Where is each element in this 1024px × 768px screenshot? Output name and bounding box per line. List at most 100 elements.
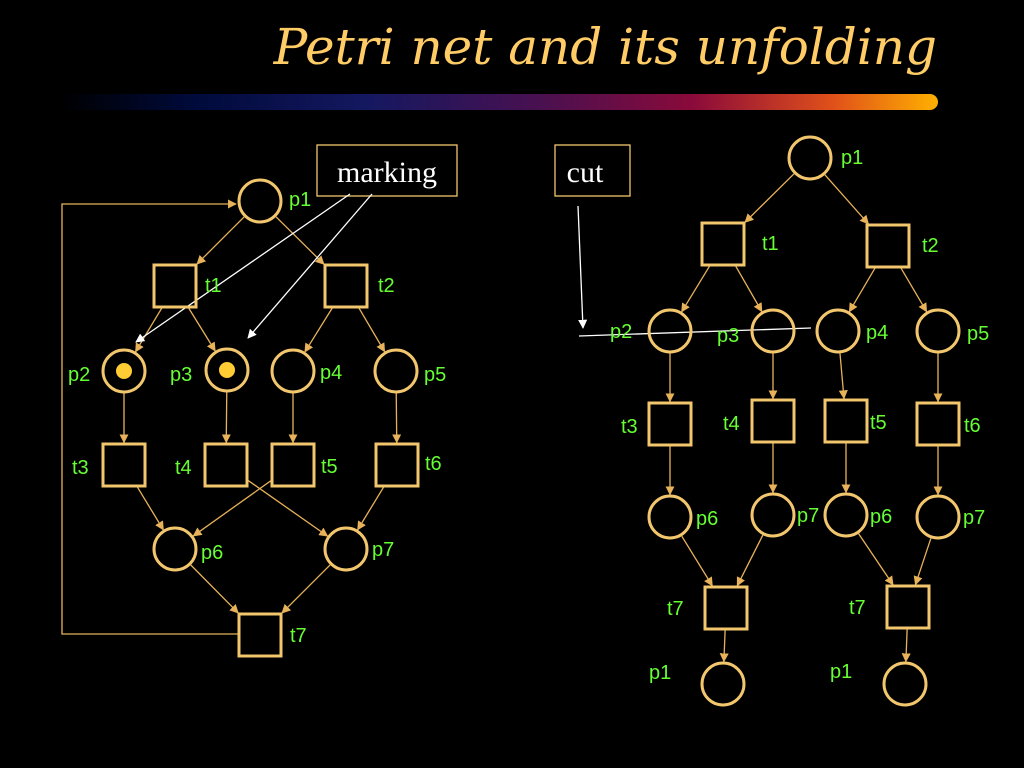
- u-place-p1-b: [882, 661, 928, 707]
- u-place-p1-a: [700, 661, 746, 707]
- arc-u-t7a-u-p1a: [719, 630, 729, 663]
- label-t3: t3: [72, 457, 89, 479]
- label-p5: p5: [424, 364, 446, 386]
- petri-net: marking p1 p2 p3 p4 p5 p6 p7 t1 t2 t3 t4…: [61, 144, 458, 658]
- token-p2: [116, 363, 132, 379]
- arc-u-t1-u-p2: [681, 265, 710, 313]
- marking-pointer-to-p2: [135, 193, 351, 343]
- marking-callout-label: marking: [337, 156, 437, 189]
- label-t7: t7: [290, 625, 307, 647]
- label-p3: p3: [170, 364, 192, 386]
- u-label-t7-a: t7: [667, 598, 684, 620]
- arc-u-p7b-u-t7b: [913, 538, 932, 586]
- cut-callout-label: cut: [567, 156, 604, 189]
- u-label-t4: t4: [723, 413, 740, 435]
- place-p1: [237, 178, 283, 224]
- u-label-t2: t2: [922, 235, 939, 257]
- u-transition-t6: [915, 401, 961, 447]
- u-transition-t4: [750, 398, 796, 444]
- place-p4: [270, 348, 316, 394]
- u-place-p4: [815, 308, 861, 354]
- arc-t3-p6: [136, 486, 164, 531]
- label-t4: t4: [175, 457, 192, 479]
- u-place-p7-a: [750, 492, 796, 538]
- u-label-t5: t5: [870, 412, 887, 434]
- u-place-p1: [787, 135, 833, 181]
- transition-t4: [203, 442, 249, 488]
- arc-u-t1-u-p3: [735, 265, 763, 313]
- label-p4: p4: [320, 362, 342, 384]
- u-label-t6: t6: [964, 415, 981, 437]
- transition-t1: [152, 263, 198, 309]
- place-p3: [204, 347, 250, 393]
- arc-t1-p2: [135, 307, 163, 353]
- u-label-p7-b: p7: [963, 507, 985, 529]
- u-label-p4: p4: [866, 322, 888, 344]
- label-p6: p6: [201, 542, 223, 564]
- u-place-p3: [750, 308, 796, 354]
- label-t6: t6: [425, 453, 442, 475]
- u-place-p5: [915, 308, 961, 354]
- arc-u-t7b-u-p1b: [901, 629, 911, 663]
- u-label-p5: p5: [967, 323, 989, 345]
- arc-p1-t1: [196, 216, 245, 265]
- arc-u-p6a-u-t7a: [681, 535, 713, 587]
- u-transition-t3: [647, 401, 693, 447]
- u-label-t7-b: t7: [849, 597, 866, 619]
- label-t1: t1: [205, 275, 222, 297]
- u-label-p3: p3: [717, 325, 739, 347]
- u-label-t3: t3: [621, 416, 638, 438]
- cut-pointer: [577, 205, 588, 329]
- u-place-p6-b: [823, 492, 869, 538]
- arc-t6-p7: [357, 486, 385, 531]
- label-p1: p1: [289, 189, 311, 211]
- u-label-p1: p1: [841, 147, 863, 169]
- arc-t7-p1-feedback: [61, 199, 238, 635]
- label-p7: p7: [372, 539, 394, 561]
- place-p2: [101, 348, 147, 394]
- u-label-p6-b: p6: [870, 506, 892, 528]
- u-label-p2: p2: [610, 321, 632, 343]
- arc-t2-p5: [358, 307, 386, 353]
- u-transition-t1: [700, 221, 746, 267]
- arc-t4-p7: [247, 480, 329, 537]
- u-label-p6-a: p6: [696, 508, 718, 530]
- title-underline-bar: [60, 94, 938, 110]
- marking-pointer-to-p3: [247, 193, 373, 339]
- arc-u-t2-u-p4: [848, 267, 876, 313]
- place-p7: [323, 526, 369, 572]
- u-label-t1: t1: [762, 233, 779, 255]
- u-place-p7-b: [915, 494, 961, 540]
- u-transition-t5: [823, 398, 869, 444]
- u-transition-t7-a: [703, 585, 749, 631]
- arc-u-p7a-u-t7a: [736, 534, 764, 587]
- u-transition-t2: [865, 223, 911, 269]
- transition-t3: [101, 442, 147, 488]
- u-label-p1-a: p1: [649, 662, 671, 684]
- u-label-p7-a: p7: [797, 505, 819, 527]
- transition-t5: [270, 442, 316, 488]
- arc-p6-t7: [190, 564, 239, 614]
- arc-p7-t7: [281, 564, 331, 614]
- label-t5: t5: [321, 456, 338, 478]
- cut-line: [578, 327, 812, 337]
- arc-t2-p4: [304, 307, 333, 353]
- marking-callout-box: [316, 144, 458, 197]
- arc-p5-t6: [392, 393, 402, 444]
- token-p3: [219, 362, 235, 378]
- transition-t2: [323, 263, 369, 309]
- u-place-p6-a: [647, 494, 693, 540]
- arc-p3-t4: [221, 392, 231, 444]
- cut-callout-box: [554, 144, 631, 197]
- transition-t7: [237, 612, 283, 658]
- arc-u-t2-u-p5: [900, 267, 928, 313]
- place-p6: [152, 526, 198, 572]
- slide-title: Petri net and its unfolding: [273, 18, 937, 76]
- unfolding-arcs: [665, 173, 943, 663]
- label-p2: p2: [68, 364, 90, 386]
- arc-u-p6b-u-t7b: [858, 533, 894, 586]
- unfolding: cut p1 p2 p3 p4 p5 p6 p7 p6 p7 p1: [554, 135, 989, 707]
- arc-u-p4-u-t5: [838, 353, 848, 400]
- label-t2: t2: [378, 275, 395, 297]
